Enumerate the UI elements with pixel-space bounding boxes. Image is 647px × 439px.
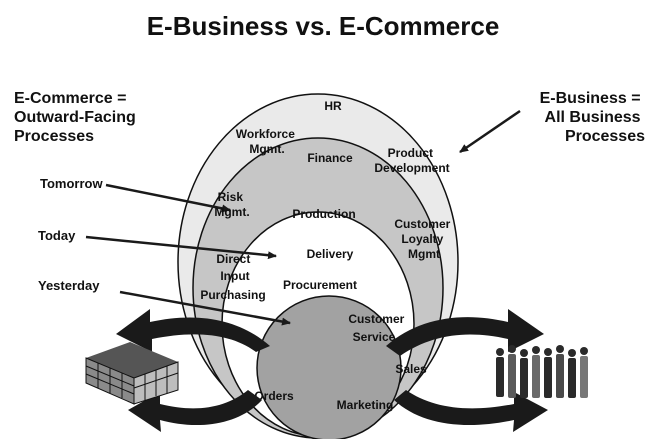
process-finance: Finance bbox=[307, 151, 353, 165]
process-customer-loyalty-mgmt: Customer Loyalty Mgmt bbox=[394, 217, 453, 261]
process-direct-input: Direct Input bbox=[216, 252, 253, 283]
right-heading-arrow bbox=[459, 109, 521, 154]
tomorrow-arrow bbox=[105, 183, 231, 213]
building-icon bbox=[85, 342, 179, 405]
people-group-icon bbox=[496, 345, 588, 398]
process-customer-service: Customer Service bbox=[348, 312, 407, 344]
process-risk-mgmt: Risk Mgmt. bbox=[214, 190, 249, 219]
process-orders: Orders bbox=[254, 389, 294, 403]
process-production: Production bbox=[292, 207, 355, 221]
core-ellipse-yesterday bbox=[256, 295, 402, 439]
process-hr: HR bbox=[324, 99, 342, 113]
label-yesterday: Yesterday bbox=[38, 278, 100, 293]
left-heading: E-Commerce = Outward-Facing Processes bbox=[14, 90, 140, 145]
right-heading: E-Business = All Business Processes bbox=[540, 90, 645, 145]
right-cycle-arrows-icon bbox=[386, 309, 548, 432]
process-sales: Sales bbox=[395, 362, 427, 376]
process-purchasing: Purchasing bbox=[200, 288, 265, 302]
today-arrow bbox=[85, 235, 277, 260]
yesterday-arrow bbox=[119, 290, 291, 326]
label-tomorrow: Tomorrow bbox=[40, 176, 103, 191]
diagram-title: E-Business vs. E-Commerce bbox=[147, 11, 500, 41]
label-today: Today bbox=[38, 228, 76, 243]
left-cycle-arrows-icon bbox=[116, 309, 270, 432]
process-delivery: Delivery bbox=[307, 247, 354, 261]
process-marketing: Marketing bbox=[337, 398, 394, 412]
process-product-development: Product Development bbox=[374, 146, 449, 175]
process-procurement: Procurement bbox=[283, 278, 357, 292]
process-workforce-mgmt: Workforce Mgmt. bbox=[236, 127, 298, 156]
